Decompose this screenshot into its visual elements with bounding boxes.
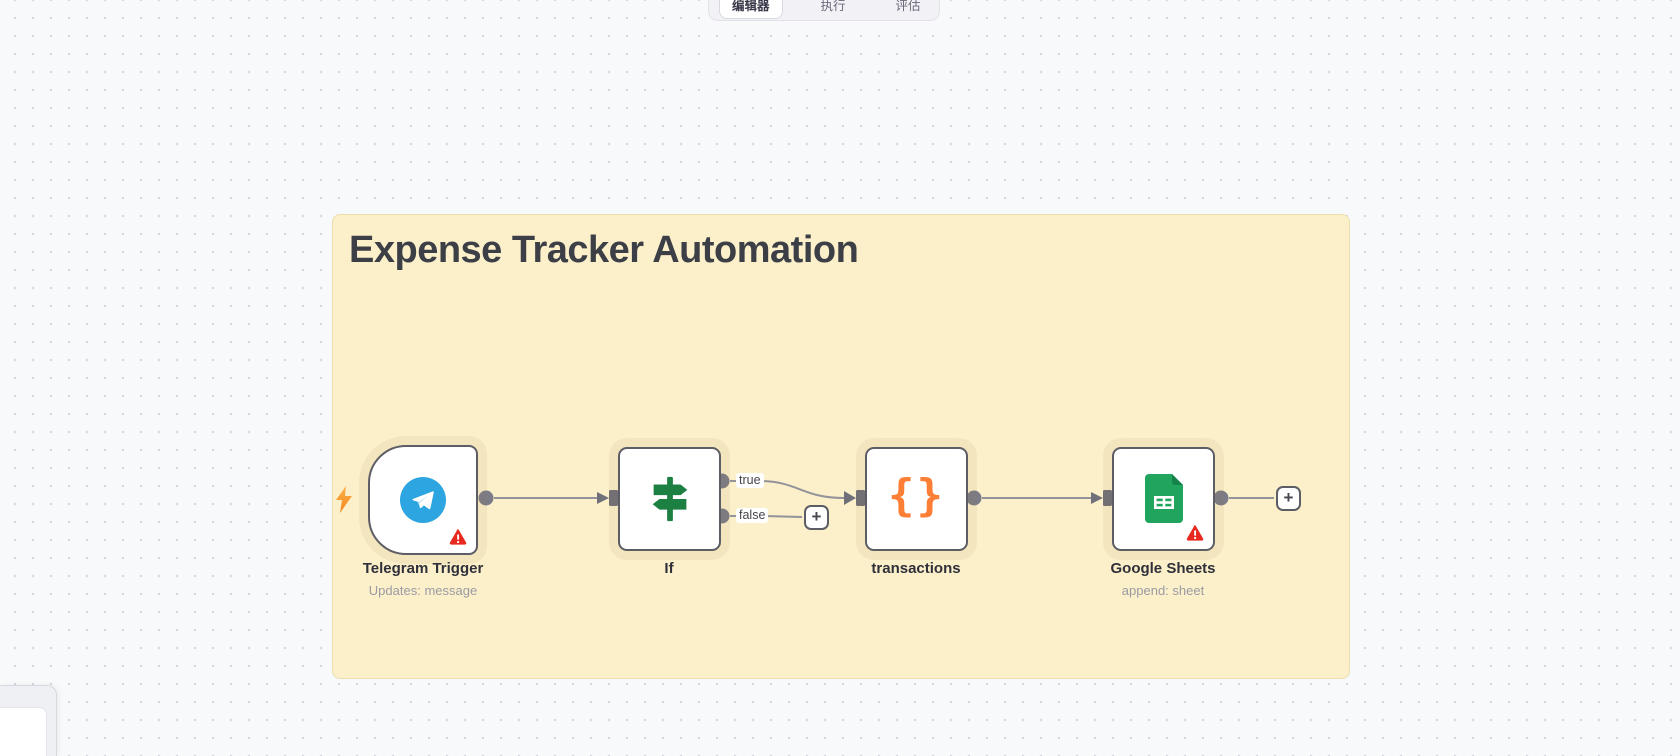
tab-editor[interactable]: 编辑器 [719,0,783,19]
node-google-sheets[interactable] [1112,447,1215,551]
signpost-icon [652,476,687,522]
partial-panel-inner [0,707,47,756]
node-label-transactions: transactions [871,560,961,577]
telegram-icon [400,477,446,523]
tab-executions[interactable]: 执行 [820,0,846,13]
node-telegram-trigger[interactable] [368,445,478,555]
node-transactions[interactable]: {} [865,447,968,551]
node-subtitle-telegram-trigger: Updates: message [368,583,478,598]
node-if[interactable] [618,447,721,551]
sticky-note-title: Expense Tracker Automation [349,229,859,271]
tab-evaluations[interactable]: 评估 [895,0,921,13]
code-braces-icon: {} [888,470,945,521]
node-label-google-sheets: Google Sheets [1110,560,1216,577]
node-label-if: If [664,560,674,577]
node-subtitle-google-sheets: append: sheet [1121,583,1205,598]
warning-icon [449,529,467,545]
add-node-button-main-branch[interactable]: + [1276,486,1301,511]
node-label-telegram-trigger: Telegram Trigger [362,560,484,577]
google-sheets-icon [1144,474,1183,523]
view-tabbar: 编辑器 执行 评估 [708,0,940,21]
if-output-false-label: false [736,508,769,523]
sticky-note[interactable]: Expense Tracker Automation [332,214,1350,679]
add-node-button-false-branch[interactable]: + [804,505,829,530]
warning-icon [1186,525,1204,541]
if-output-true-label: true [736,473,764,488]
